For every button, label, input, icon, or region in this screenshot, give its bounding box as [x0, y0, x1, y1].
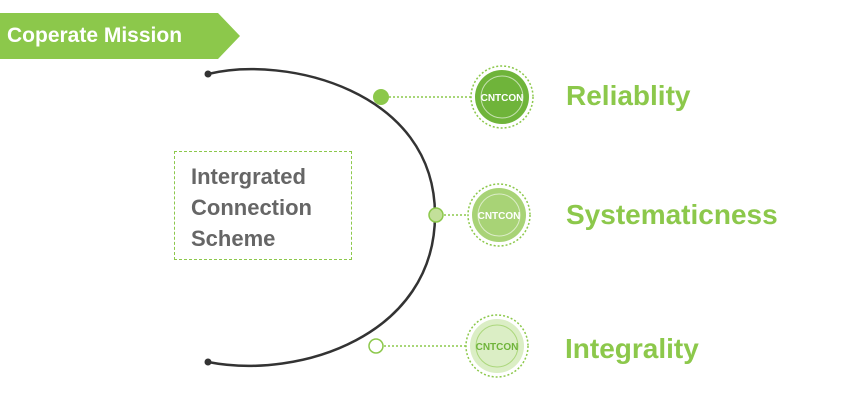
node-2	[428, 207, 444, 223]
center-label: Intergrated Connection Scheme	[191, 161, 312, 254]
center-line-3: Scheme	[191, 226, 276, 251]
node-3	[368, 338, 384, 354]
banner-title: Coperate Mission	[7, 24, 183, 47]
arc-end-dot	[204, 358, 212, 366]
value-label-reliability: Reliablity	[566, 80, 691, 111]
logo-badge-2: CNTCON	[467, 183, 531, 247]
node-1	[373, 89, 389, 105]
center-box	[174, 151, 352, 260]
center-line-1: Intergrated	[191, 164, 306, 189]
logo-text-3: CNTCON	[476, 342, 519, 353]
logo-text-2: CNTCON	[478, 211, 521, 222]
arc-start-dot	[204, 70, 212, 78]
center-line-2: Connection	[191, 195, 312, 220]
logo-badge-3: CNTCON	[465, 314, 529, 378]
value-label-integrality: Integrality	[565, 333, 699, 364]
logo-badge-1: CNTCON	[470, 65, 534, 129]
value-label-systematicness: Systematicness	[566, 199, 778, 230]
logo-text-1: CNTCON	[481, 93, 524, 104]
banner-shape	[0, 13, 240, 59]
